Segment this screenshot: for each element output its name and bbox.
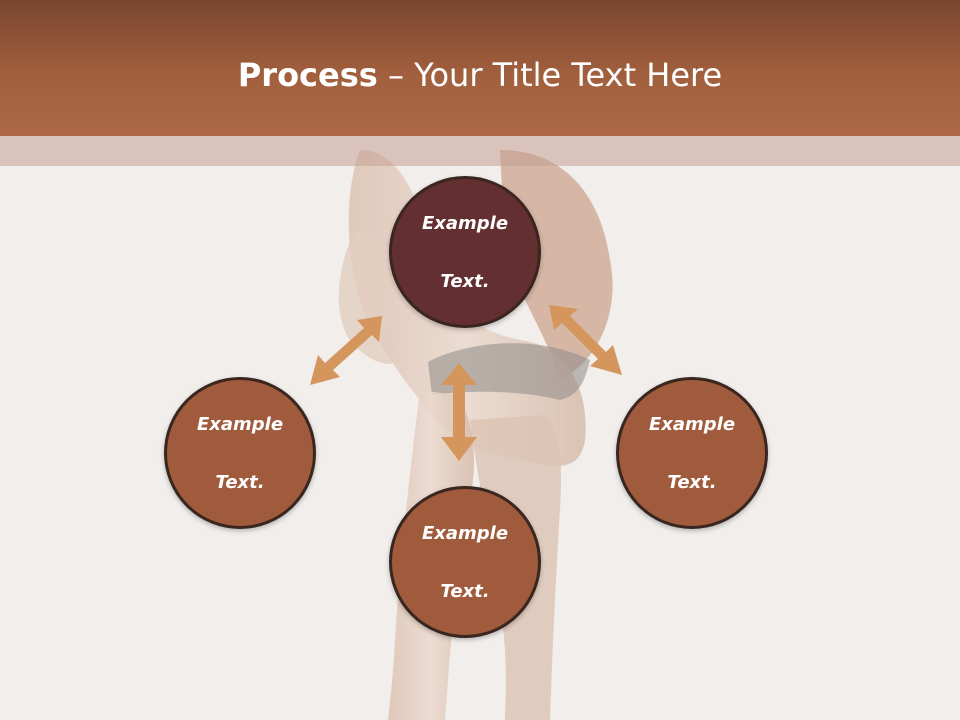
title-rest-part: – Your Title Text Here [377,56,723,94]
arrow-top-left [310,316,382,385]
node-top-line1: Example [421,212,509,234]
node-right-line1: Example [648,413,736,435]
node-left-line1: Example [196,413,284,435]
arrow-top-right [549,305,622,375]
title-bold-part: Process [237,56,378,94]
node-left-line2: Text. [215,471,265,493]
arrow-top-bottom [441,363,477,461]
slide-title: Process – Your Title Text Here [0,52,960,98]
title-band [0,0,960,136]
node-bottom-line1: Example [421,522,509,544]
node-bottom-line2: Text. [440,580,490,602]
node-top-line2: Text. [440,270,490,292]
node-right-line2: Text. [667,471,717,493]
title-underband [0,136,960,166]
